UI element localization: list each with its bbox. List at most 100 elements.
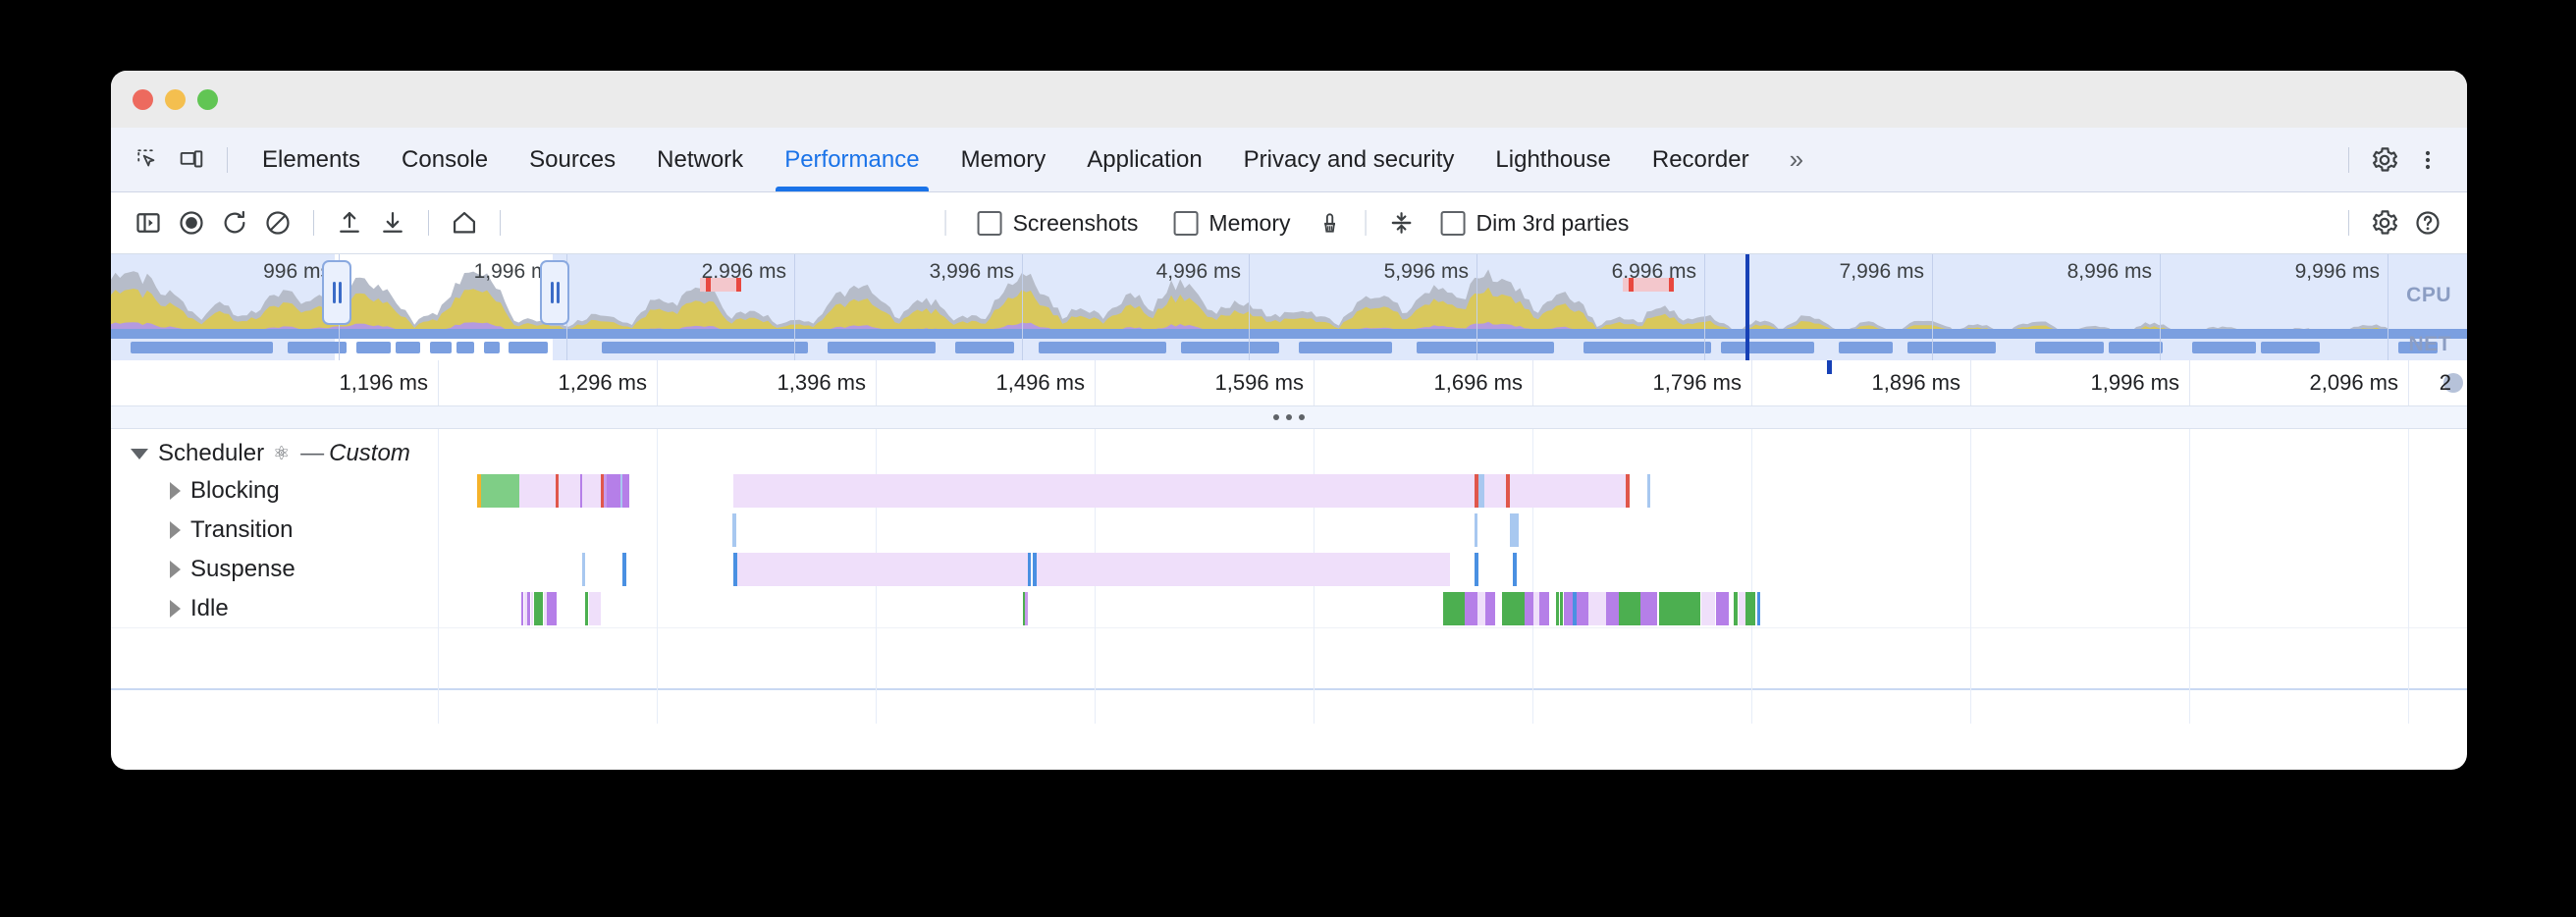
tab-performance[interactable]: Performance — [764, 128, 939, 191]
gear-icon[interactable] — [2363, 138, 2406, 182]
flame-event-bar[interactable] — [1533, 592, 1539, 625]
memory-checkbox[interactable]: Memory — [1173, 210, 1290, 237]
tab-lighthouse[interactable]: Lighthouse — [1495, 146, 1611, 173]
minimize-window-button[interactable] — [165, 88, 186, 110]
flame-event-bar[interactable] — [1716, 592, 1729, 625]
flame-event-bar[interactable] — [1577, 592, 1588, 625]
flame-event-bar[interactable] — [1513, 553, 1517, 586]
help-icon[interactable] — [2406, 201, 2449, 244]
flame-event-bar[interactable] — [1477, 592, 1485, 625]
flame-event-bar[interactable] — [1037, 553, 1450, 586]
flame-event-bar[interactable] — [582, 474, 601, 508]
horizontal-scrollbar-thumb[interactable] — [2443, 373, 2463, 393]
more-tabs-icon[interactable]: » — [1789, 144, 1804, 174]
flame-event-bar[interactable] — [1573, 592, 1577, 625]
tab-privacy-and-security[interactable]: Privacy and security — [1243, 146, 1455, 173]
flame-event-bar[interactable] — [477, 474, 481, 508]
flame-event-bar[interactable] — [1745, 592, 1755, 625]
flame-event-bar[interactable] — [620, 474, 622, 508]
flame-event-bar[interactable] — [1564, 592, 1573, 625]
clear-icon[interactable] — [256, 201, 299, 244]
track-suspense[interactable]: Suspense — [131, 551, 295, 588]
flame-event-bar[interactable] — [1701, 592, 1715, 625]
flame-event-bar[interactable] — [521, 592, 523, 625]
tab-recorder[interactable]: Recorder — [1651, 146, 1749, 173]
flame-event-bar[interactable] — [604, 474, 607, 508]
selection-handle-left[interactable] — [322, 260, 351, 325]
close-window-button[interactable] — [133, 88, 153, 110]
flame-event-bar[interactable] — [519, 474, 556, 508]
flame-event-bar[interactable] — [622, 553, 626, 586]
chevron-right-icon[interactable] — [170, 521, 181, 539]
flame-event-bar[interactable] — [1757, 592, 1760, 625]
flame-event-bar[interactable] — [1025, 592, 1028, 625]
flame-event-bar[interactable] — [481, 474, 519, 508]
flame-event-bar[interactable] — [1659, 592, 1700, 625]
reload-and-record-icon[interactable] — [213, 201, 256, 244]
track-transition[interactable]: Transition — [131, 512, 293, 549]
chevron-right-icon[interactable] — [170, 482, 181, 500]
flame-event-bar[interactable] — [733, 474, 1475, 508]
expand-collapse-icon[interactable] — [1379, 201, 1422, 244]
chevron-right-icon[interactable] — [170, 561, 181, 578]
device-toolbar-icon[interactable] — [170, 138, 213, 182]
flame-event-bar[interactable] — [737, 553, 1028, 586]
flame-event-bar[interactable] — [527, 592, 530, 625]
tab-application[interactable]: Application — [1087, 146, 1203, 173]
screenshots-checkbox[interactable]: Screenshots — [977, 210, 1138, 237]
flame-event-bar[interactable] — [732, 513, 736, 547]
flame-event-bar[interactable] — [1028, 553, 1031, 586]
flame-event-bar[interactable] — [585, 592, 588, 625]
toggle-sidebar-icon[interactable] — [127, 201, 170, 244]
tab-elements[interactable]: Elements — [262, 146, 361, 173]
flame-event-bar[interactable] — [534, 592, 543, 625]
tab-sources[interactable]: Sources — [529, 146, 617, 173]
track-idle[interactable]: Idle — [131, 590, 229, 627]
maximize-window-button[interactable] — [197, 88, 218, 110]
gear-icon[interactable] — [2363, 201, 2406, 244]
flame-event-bar[interactable] — [524, 592, 527, 625]
track-blocking[interactable]: Blocking — [131, 472, 280, 510]
flame-event-bar[interactable] — [607, 474, 620, 508]
checkbox-box[interactable] — [977, 210, 1002, 236]
flame-event-bar[interactable] — [622, 474, 629, 508]
download-profile-icon[interactable] — [371, 201, 414, 244]
inspect-element-icon[interactable] — [127, 138, 170, 182]
flame-event-bar[interactable] — [1475, 474, 1478, 508]
flame-event-bar[interactable] — [601, 474, 604, 508]
flame-event-bar[interactable] — [1506, 474, 1510, 508]
record-icon[interactable] — [170, 201, 213, 244]
flame-chart[interactable]: Scheduler ⚛ — Custom Blocking Transition… — [111, 429, 2467, 753]
flame-event-bar[interactable] — [1475, 553, 1478, 586]
flame-event-bar[interactable] — [589, 592, 601, 625]
more-options-icon[interactable] — [2406, 138, 2449, 182]
flame-event-bar[interactable] — [733, 553, 737, 586]
flame-event-bar[interactable] — [580, 474, 582, 508]
flame-event-bar[interactable] — [547, 592, 557, 625]
flame-event-bar[interactable] — [582, 553, 585, 586]
flame-event-bar[interactable] — [1739, 592, 1745, 625]
flame-event-bar[interactable] — [1734, 592, 1738, 625]
flame-event-bar[interactable] — [1502, 592, 1525, 625]
flame-event-bar[interactable] — [556, 474, 559, 508]
flame-event-bar[interactable] — [1588, 592, 1606, 625]
checkbox-box[interactable] — [1173, 210, 1199, 236]
flame-event-bar[interactable] — [1475, 513, 1477, 547]
flame-event-bar[interactable] — [1465, 592, 1477, 625]
flame-event-bar[interactable] — [1485, 592, 1495, 625]
chevron-down-icon[interactable] — [131, 448, 148, 459]
flame-event-bar[interactable] — [559, 474, 580, 508]
track-group-scheduler[interactable]: Scheduler ⚛ — Custom — [131, 435, 410, 472]
flame-event-bar[interactable] — [1640, 592, 1657, 625]
flame-event-bar[interactable] — [1606, 592, 1619, 625]
upload-profile-icon[interactable] — [328, 201, 371, 244]
flame-event-bar[interactable] — [1484, 474, 1506, 508]
collect-garbage-icon[interactable] — [1308, 201, 1351, 244]
selection-handle-right[interactable] — [540, 260, 569, 325]
flame-event-bar[interactable] — [1539, 592, 1549, 625]
flame-event-bar[interactable] — [544, 592, 547, 625]
checkbox-box[interactable] — [1440, 210, 1466, 236]
flame-event-bar[interactable] — [1525, 592, 1533, 625]
flame-event-bar[interactable] — [1647, 474, 1650, 508]
